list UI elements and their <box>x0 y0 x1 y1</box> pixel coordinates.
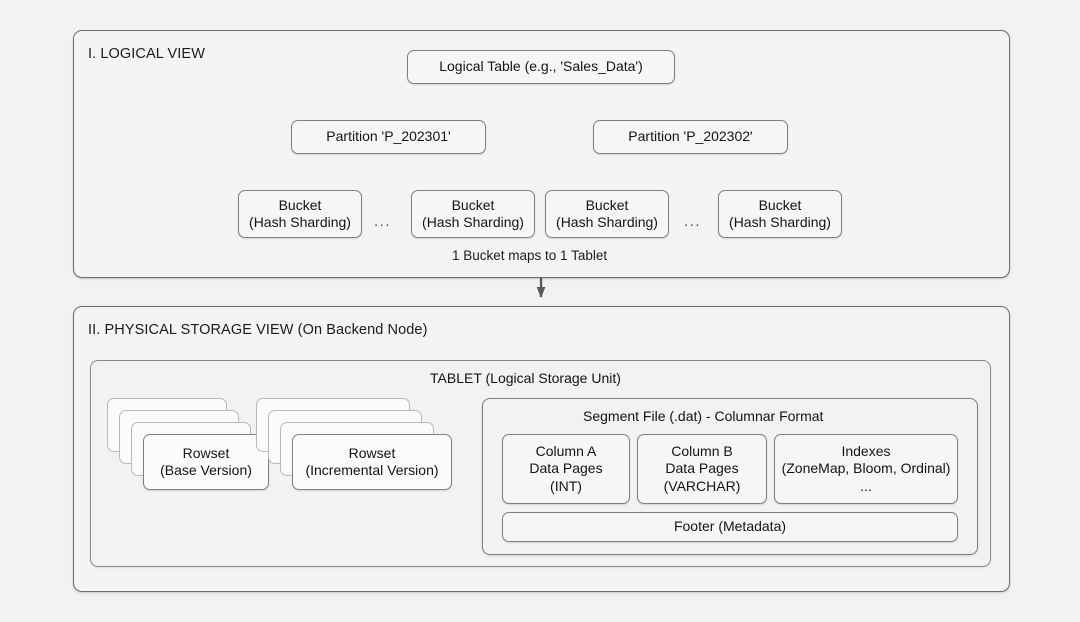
partition-box-2[interactable]: Partition 'P_202302' <box>593 120 788 154</box>
bucket-label-1-line1: Bucket <box>278 196 322 213</box>
logical-table-label: Logical Table (e.g., 'Sales_Data') <box>439 58 643 75</box>
bucket-label-1-line2: (Hash Sharding) <box>249 214 351 230</box>
segment-column-a-line3: (INT) <box>550 477 582 494</box>
bucket-box-3[interactable]: Bucket (Hash Sharding) <box>545 190 669 238</box>
bucket-label-3-line1: Bucket <box>585 196 629 213</box>
rowset-base-line1: Rowset <box>182 444 230 461</box>
partition-box-1[interactable]: Partition 'P_202301' <box>291 120 486 154</box>
partition-label-2: Partition 'P_202302' <box>628 128 753 145</box>
segment-indexes-line3: ... <box>860 477 872 494</box>
rowset-base-line2: (Base Version) <box>160 462 252 478</box>
tablet-title: TABLET (Logical Storage Unit) <box>430 370 621 386</box>
bucket-label-4-line2: (Hash Sharding) <box>729 214 831 230</box>
bucket-tablet-note: 1 Bucket maps to 1 Tablet <box>452 248 608 263</box>
segment-indexes-line1: Indexes <box>841 442 891 459</box>
bucket-label-2-line1: Bucket <box>451 196 495 213</box>
segment-column-a-line2: Data Pages <box>529 460 603 477</box>
logical-table-box[interactable]: Logical Table (e.g., 'Sales_Data') <box>407 50 675 84</box>
bucket-box-4[interactable]: Bucket (Hash Sharding) <box>718 190 842 238</box>
segment-footer-label: Footer (Metadata) <box>673 518 787 535</box>
bucket-box-1[interactable]: Bucket (Hash Sharding) <box>238 190 362 238</box>
segment-file-title: Segment File (.dat) - Columnar Format <box>583 408 824 424</box>
partition-label-1: Partition 'P_202301' <box>326 128 451 145</box>
bucket-ellipsis-left: ... <box>374 213 392 230</box>
physical-view-title: II. PHYSICAL STORAGE VIEW (On Backend No… <box>88 322 428 338</box>
segment-column-b-line2: Data Pages <box>665 460 739 477</box>
segment-column-b-box[interactable]: Column B Data Pages (VARCHAR) <box>637 434 767 504</box>
bucket-ellipsis-right: ... <box>684 213 702 230</box>
rowset-base-box[interactable]: Rowset (Base Version) <box>143 434 269 490</box>
rowset-incremental-line2: (Incremental Version) <box>305 462 439 478</box>
logical-view-title: I. LOGICAL VIEW <box>88 46 205 62</box>
segment-column-a-line1: Column A <box>535 442 597 459</box>
segment-indexes-box[interactable]: Indexes (ZoneMap, Bloom, Ordinal) ... <box>774 434 958 504</box>
bucket-label-4-line1: Bucket <box>758 196 802 213</box>
rowset-incremental-line1: Rowset <box>348 444 396 461</box>
segment-indexes-line2: (ZoneMap, Bloom, Ordinal) <box>781 460 951 477</box>
bucket-box-2[interactable]: Bucket (Hash Sharding) <box>411 190 535 238</box>
segment-column-b-line1: Column B <box>671 442 733 459</box>
segment-footer-box[interactable]: Footer (Metadata) <box>502 512 958 542</box>
segment-column-a-box[interactable]: Column A Data Pages (INT) <box>502 434 630 504</box>
bucket-label-3-line2: (Hash Sharding) <box>556 214 658 230</box>
rowset-incremental-box[interactable]: Rowset (Incremental Version) <box>292 434 452 490</box>
segment-column-b-line3: (VARCHAR) <box>663 477 741 494</box>
bucket-label-2-line2: (Hash Sharding) <box>422 214 524 230</box>
